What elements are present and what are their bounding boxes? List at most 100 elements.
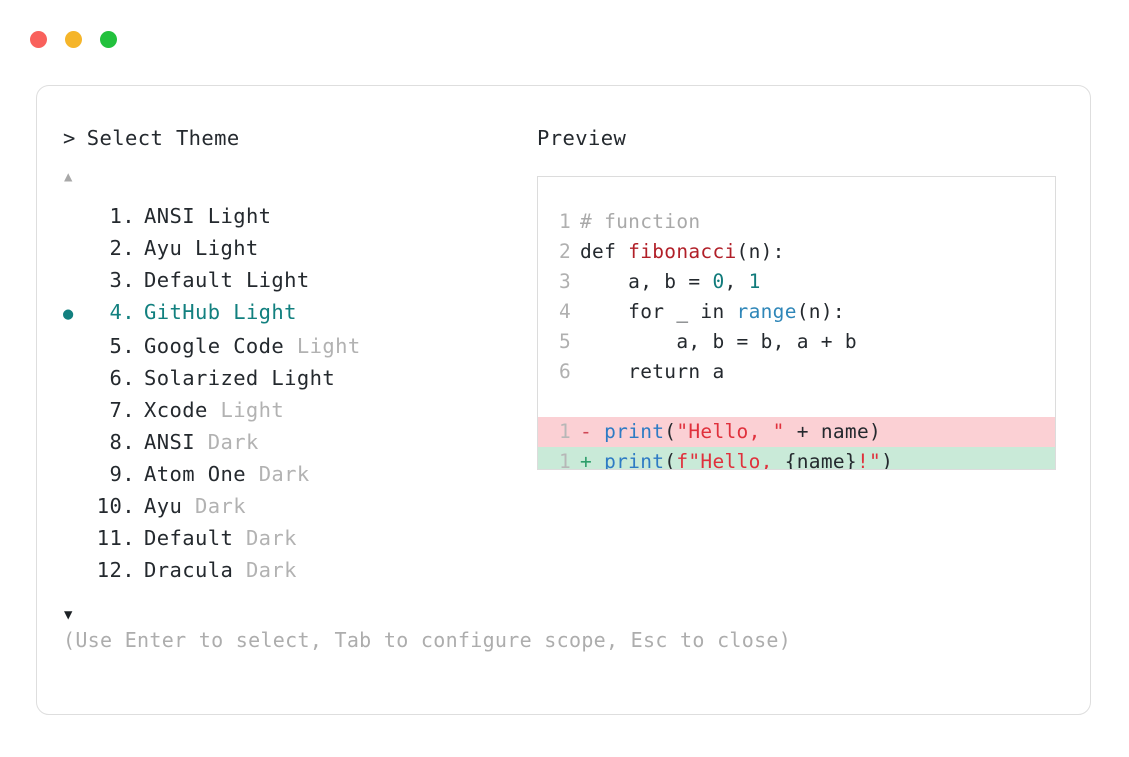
theme-item-name: Ayu xyxy=(144,236,195,260)
scroll-up-icon[interactable]: ▲ xyxy=(64,169,73,185)
code-line: 1 # function xyxy=(538,207,1055,237)
code-line: 3 a, b = 0, 1 xyxy=(538,267,1055,297)
theme-item-variant: Light xyxy=(296,334,361,358)
theme-list-item[interactable]: 10. Ayu Dark xyxy=(63,490,533,522)
code-token: !" xyxy=(856,450,882,470)
theme-list-item[interactable]: ●4.GitHub Light xyxy=(63,296,533,330)
theme-item-name: ANSI xyxy=(144,204,208,228)
theme-item-name: Default xyxy=(144,526,246,550)
code-token: 1 xyxy=(748,270,761,293)
code-token: a, b = xyxy=(580,270,713,293)
theme-item-number: 8. xyxy=(109,430,135,454)
theme-list-item[interactable]: 3.Default Light xyxy=(63,264,533,296)
prompt-caret-icon: > xyxy=(63,126,76,150)
theme-item-name: GitHub xyxy=(144,300,234,324)
code-text: return a xyxy=(580,357,1055,387)
theme-list-item[interactable]: 2.Ayu Light xyxy=(63,232,533,264)
line-number: 1 xyxy=(558,420,571,443)
code-token: range xyxy=(736,300,797,323)
theme-item-number: 4. xyxy=(109,300,135,324)
maximize-dot[interactable] xyxy=(100,31,117,48)
selected-bullet-icon: ● xyxy=(63,304,74,324)
theme-item-variant: Dark xyxy=(245,526,297,550)
theme-list-item[interactable]: 8.ANSI Dark xyxy=(63,426,533,458)
code-token: + name) xyxy=(784,420,882,443)
code-line: 5 a, b = b, a + b xyxy=(538,327,1055,357)
code-line: 4 for _ in range(n): xyxy=(538,297,1055,327)
theme-item-variant: Light xyxy=(194,236,259,260)
theme-item-number: 12. xyxy=(96,558,135,582)
scroll-down-icon[interactable]: ▼ xyxy=(64,607,73,623)
code-token: ( xyxy=(664,420,677,443)
code-token: print xyxy=(604,420,665,443)
theme-item-variant: Dark xyxy=(194,494,246,518)
code-text: a, b = b, a + b xyxy=(580,327,1055,357)
window-titlebar xyxy=(30,31,117,48)
theme-item-name: Solarized xyxy=(144,366,272,390)
theme-list-item[interactable]: 12.Dracula Dark xyxy=(63,554,533,586)
line-number: 5 xyxy=(558,330,571,353)
code-token: ( xyxy=(664,450,677,470)
theme-item-number: 3. xyxy=(109,268,135,292)
line-number: 4 xyxy=(558,300,571,323)
theme-item-name: Atom One xyxy=(144,462,259,486)
theme-item-number: 7. xyxy=(109,398,135,422)
prompt-label: Select Theme xyxy=(86,126,240,150)
code-token: def xyxy=(580,240,629,263)
theme-item-number: 10. xyxy=(96,494,135,518)
line-number: 6 xyxy=(558,360,571,383)
theme-list-item[interactable]: 9.Atom One Dark xyxy=(63,458,533,490)
theme-item-variant: Light xyxy=(220,398,285,422)
diff-sign: - xyxy=(580,420,605,443)
diff-code-line: 1- print("Hello, " + name) xyxy=(538,417,1055,447)
code-spacer xyxy=(538,387,1055,417)
code-text: # function xyxy=(580,207,1055,237)
code-text: for _ in range(n): xyxy=(580,297,1055,327)
code-line: 6 return a xyxy=(538,357,1055,387)
code-token: {name} xyxy=(784,450,857,470)
theme-item-variant: Dark xyxy=(258,462,310,486)
close-dot[interactable] xyxy=(30,31,47,48)
theme-item-variant: Dark xyxy=(207,430,259,454)
code-token: f"Hello, xyxy=(676,450,785,470)
keyboard-hint: (Use Enter to select, Tab to configure s… xyxy=(63,628,792,652)
theme-item-number: 6. xyxy=(109,366,135,390)
line-number: 1 xyxy=(558,450,571,470)
theme-list-item[interactable]: 5. Google Code Light xyxy=(63,330,533,362)
theme-item-variant: Light xyxy=(207,204,272,228)
diff-code-line: 1 + print(f"Hello, {name}!") xyxy=(538,447,1055,470)
theme-item-variant: Light xyxy=(271,366,336,390)
theme-list-item[interactable]: 7. Xcode Light xyxy=(63,394,533,426)
code-token: (n): xyxy=(796,300,845,323)
code-text: + print(f"Hello, {name}!") xyxy=(580,447,1055,470)
diff-sign: + xyxy=(580,450,605,470)
line-number: 3 xyxy=(558,270,571,293)
code-token: # function xyxy=(580,210,701,233)
code-token: return a xyxy=(580,360,725,383)
code-text: def fibonacci(n): xyxy=(580,237,1055,267)
theme-item-number: 5. xyxy=(109,334,135,358)
theme-item-variant: Light xyxy=(245,268,310,292)
theme-list-item[interactable]: 1. ANSI Light xyxy=(63,200,533,232)
theme-item-number: 1. xyxy=(109,204,135,228)
theme-list-item[interactable]: 11.Default Dark xyxy=(63,522,533,554)
code-token: ) xyxy=(881,450,894,470)
code-token: , xyxy=(724,270,749,293)
select-theme-prompt: > Select Theme xyxy=(63,126,533,154)
preview-label: Preview xyxy=(537,126,627,150)
theme-item-name: Ayu xyxy=(144,494,195,518)
theme-item-name: Google Code xyxy=(144,334,297,358)
theme-item-name: Xcode xyxy=(144,398,221,422)
code-text: - print("Hello, " + name) xyxy=(580,417,1055,447)
code-token: print xyxy=(604,450,665,470)
line-number: 1 xyxy=(558,210,571,233)
minimize-dot[interactable] xyxy=(65,31,82,48)
theme-item-variant: Dark xyxy=(245,558,297,582)
theme-list-item[interactable]: 6. Solarized Light xyxy=(63,362,533,394)
code-token: "Hello, " xyxy=(676,420,785,443)
